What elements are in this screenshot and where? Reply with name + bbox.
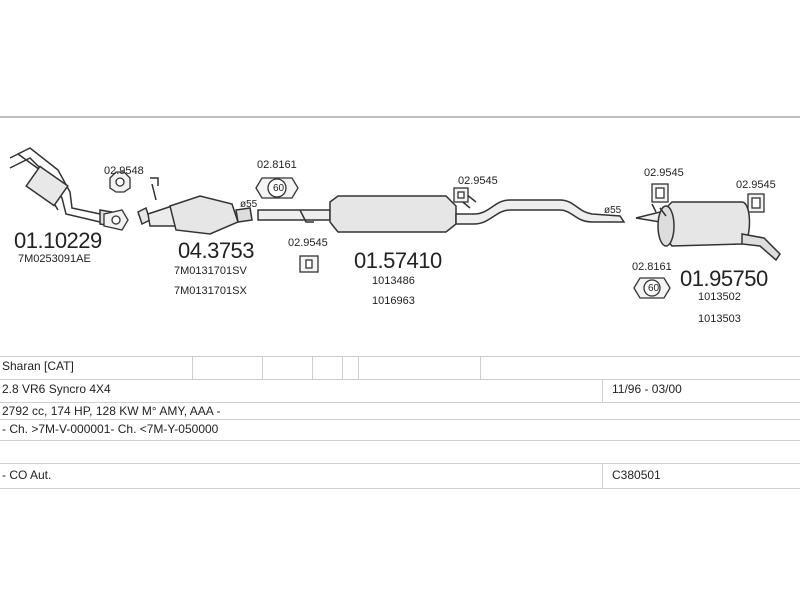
rear-muffler-oem-1: 1013502: [698, 291, 741, 303]
table-row-specs: 2792 cc, 174 HP, 128 KW M° AMY, AAA -: [0, 403, 800, 420]
years-cell: 11/96 - 03/00: [612, 382, 682, 396]
front-pipe-oem-1: 7M0253091AE: [18, 253, 91, 265]
vehicle-table: Sharan [CAT] 2.8 VR6 Syncro 4X4 11/96 - …: [0, 356, 800, 489]
emission-cell: - CO Aut.: [2, 468, 52, 482]
specs-cell: 2792 cc, 174 HP, 128 KW M° AMY, AAA -: [2, 404, 221, 418]
table-row-chassis: - Ch. >7M-V-000001- Ch. <7M-Y-050000: [0, 420, 800, 441]
catalytic-converter-oem-2: 7M0131701SX: [174, 285, 247, 297]
ring-clamp-drawing: [255, 177, 299, 199]
middle-muffler-oem-1: 1013486: [372, 275, 415, 287]
catalytic-converter-part-number: 04.3753: [178, 238, 255, 263]
hanger-part-number-4: 02.9545: [736, 179, 776, 191]
top-divider: [0, 116, 800, 118]
catalytic-converter-drawing: [137, 177, 253, 235]
front-pipe-part-number: 01.10229: [14, 228, 102, 253]
hanger-part-number-2: 02.9545: [458, 175, 498, 187]
exhaust-drawing: [9, 147, 781, 299]
middle-muffler-part-number: 01.57410: [354, 248, 442, 273]
front-pipe-drawing: [9, 147, 113, 227]
rear-muffler-drawing: [635, 201, 781, 262]
rear-muffler-part-number: 01.95750: [680, 266, 768, 291]
hanger-rubber-drawing: [299, 183, 765, 273]
table-row-engine: 2.8 VR6 Syncro 4X4 11/96 - 03/00: [0, 380, 800, 403]
table-row-model: Sharan [CAT]: [0, 356, 800, 380]
ring-part-number: 02.8161: [257, 159, 297, 171]
rear-muffler-oem-2: 1013503: [698, 313, 741, 325]
ring-size-label: 60: [273, 183, 285, 194]
gasket-drawing: [103, 171, 131, 231]
code-cell: C380501: [612, 468, 661, 482]
ring-part-number-2: 02.8161: [632, 261, 672, 273]
diameter-label-2: ø55: [604, 205, 622, 216]
hanger-part-number-1: 02.9545: [288, 237, 328, 249]
diameter-label-1: ø55: [240, 199, 258, 210]
exhaust-diagram: 02.9548 02.8161 60 02.9545 02.9545 02.95…: [0, 130, 800, 350]
ring-clamp-drawing-2: [633, 277, 671, 299]
catalytic-converter-oem-1: 7M0131701SV: [174, 265, 247, 277]
ring-size-label-2: 60: [648, 283, 660, 294]
model-cell: Sharan [CAT]: [2, 359, 74, 373]
chassis-cell: - Ch. >7M-V-000001- Ch. <7M-Y-050000: [2, 422, 219, 436]
engine-cell: 2.8 VR6 Syncro 4X4: [2, 382, 111, 396]
table-row-blank: [0, 441, 800, 464]
hanger-part-number-3: 02.9545: [644, 167, 684, 179]
middle-muffler-oem-2: 1016963: [372, 295, 415, 307]
gasket-part-number: 02.9548: [104, 165, 144, 177]
middle-section-drawing: [257, 193, 626, 233]
table-row-emission: - CO Aut. C380501: [0, 464, 800, 489]
